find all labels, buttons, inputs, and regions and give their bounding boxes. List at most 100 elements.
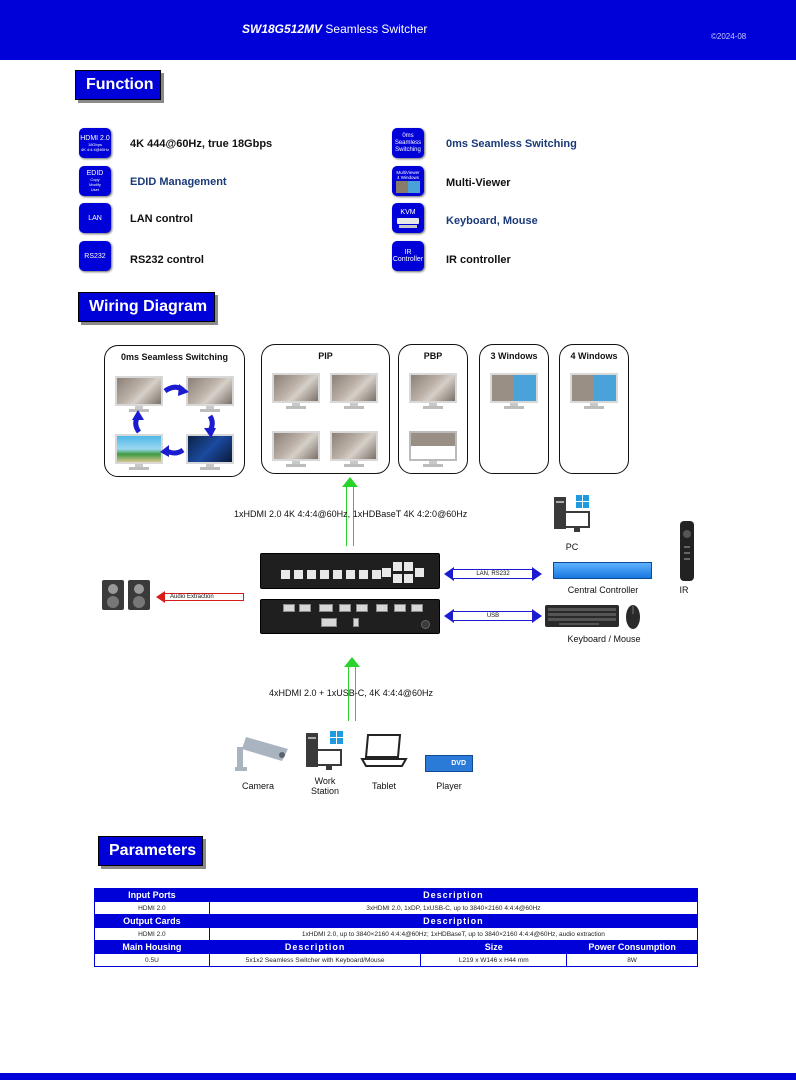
- feature-label: RS232 control: [130, 254, 204, 266]
- feature-label: 4K 444@60Hz, true 18Gbps: [130, 138, 273, 150]
- monitor: [115, 376, 163, 412]
- mode-title: PIP: [318, 351, 333, 361]
- table-row: Input Ports Description: [94, 888, 699, 902]
- switcher-front-panel: [260, 553, 440, 589]
- footer-bar: [0, 1073, 796, 1080]
- four-windows-box: 4 Windows: [559, 344, 629, 474]
- copyright-text: ©2024-08: [711, 32, 747, 41]
- main-housing-header: Main Housing: [94, 940, 210, 954]
- keyboard-mouse-icon: [545, 605, 640, 629]
- description-header: Description: [208, 888, 699, 902]
- input-spec-label: 4xHDMI 2.0 + 1xUSB-C, 4K 4:4:4@60Hz: [269, 688, 433, 698]
- housing-cell: 0.5U: [94, 953, 210, 967]
- pip-mode-box: PIP: [261, 344, 390, 474]
- output-spec-label: 1xHDMI 2.0 4K 4:4:4@60Hz, 1xHDBaseT 4K 4…: [234, 509, 468, 519]
- monitor: [330, 431, 378, 467]
- audio-label: Audio Extraction: [170, 594, 214, 600]
- monitor: [272, 431, 320, 467]
- switch-cycle-arrows: [132, 384, 216, 457]
- feature-label: Keyboard, Mouse: [446, 215, 538, 227]
- description-header: Description: [208, 914, 699, 928]
- keyboard-mouse-label: Keyboard / Mouse: [567, 634, 641, 644]
- table-row: 0.5U 5x1x2 Seamless Switcher with Keyboa…: [94, 953, 698, 967]
- input-ports-header: Input Ports: [94, 888, 210, 902]
- feature-label: EDID Management: [130, 176, 227, 188]
- feature-label: LAN control: [130, 213, 193, 225]
- monitor: [186, 376, 234, 412]
- monitor: [186, 434, 234, 470]
- dvd-player-icon: DVD: [425, 755, 473, 772]
- edid-icon: EDID Copy Modify User: [79, 166, 111, 196]
- hdmi-icon: HDMI 2.0 18Gbps 4K 4:4:4@60Hz: [79, 128, 111, 158]
- output-cards-header: Output Cards: [94, 914, 210, 928]
- central-controller-icon: [553, 562, 652, 579]
- audio-arrow: Audio Extraction: [156, 591, 244, 603]
- lan-icon: LAN: [79, 203, 111, 233]
- pc-label: PC: [565, 542, 579, 552]
- switcher-rear-panel: [260, 599, 440, 634]
- feature-label: IR controller: [446, 254, 511, 266]
- kvm-icon: KVM: [392, 203, 424, 233]
- ir-icon: IR Controller: [392, 241, 424, 271]
- ir-remote-icon: [680, 521, 694, 581]
- wiring-heading: Wiring Diagram: [78, 292, 215, 322]
- output-desc-cell: 1xHDMI 2.0, up to 3840×2160 4:4:4@60Hz; …: [208, 927, 699, 941]
- ir-label: IR: [679, 585, 689, 595]
- mode-title: 4 Windows: [570, 351, 618, 361]
- description-header: Description: [208, 940, 422, 954]
- seamless-icon: 0ms Seamless Switching: [392, 128, 424, 158]
- player-label: Player: [436, 781, 462, 791]
- tablet-icon: [360, 734, 408, 767]
- housing-desc-cell: 5x1x2 Seamless Switcher with Keyboard/Mo…: [208, 953, 422, 967]
- output-port-cell: HDMI 2.0: [94, 927, 210, 941]
- mode-title: 3 Windows: [490, 351, 538, 361]
- monitor: [409, 431, 457, 467]
- feature-label: 0ms Seamless Switching: [446, 138, 577, 150]
- monitor: [330, 373, 378, 409]
- mode-title: 0ms Seamless Switching: [120, 352, 229, 362]
- seamless-mode-box: 0ms Seamless Switching: [104, 345, 245, 477]
- output-arrow: [342, 477, 358, 546]
- input-arrow: [344, 657, 360, 721]
- monitor: [490, 373, 538, 409]
- workstation-label: Work Station: [310, 776, 340, 796]
- power-header: Power Consumption: [566, 940, 698, 954]
- mode-title: PBP: [423, 351, 443, 361]
- lan-rs232-arrow: LAN, RS232: [444, 567, 542, 581]
- camera-label: Camera: [241, 781, 274, 791]
- speakers-icon: [102, 580, 150, 610]
- table-row: Output Cards Description: [94, 914, 699, 928]
- size-header: Size: [420, 940, 568, 954]
- camera-icon: [235, 737, 288, 771]
- monitor: [570, 373, 618, 409]
- parameters-heading: Parameters: [98, 836, 203, 866]
- size-cell: L219 x W146 x H44 mm: [420, 953, 568, 967]
- power-cell: 8W: [566, 953, 698, 967]
- central-controller-label: Central Controller: [567, 585, 639, 595]
- product-title: Seamless Switcher: [325, 22, 428, 36]
- usb-label: USB: [486, 613, 500, 619]
- pc-icon: [554, 495, 590, 532]
- multiviewer-icon: MultiViewer 4 Windows: [392, 166, 424, 196]
- input-desc-cell: 3xHDMI 2.0, 1xDP, 1xUSB-C, up to 3840×21…: [208, 901, 699, 915]
- table-row: HDMI 2.0 3xHDMI 2.0, 1xDP, 1xUSB-C, up t…: [94, 901, 699, 915]
- workstation-icon: [306, 731, 343, 770]
- usb-arrow: USB: [444, 609, 542, 623]
- pbp-mode-box: PBP: [398, 344, 468, 474]
- doc-title: SW18G512MV Seamless Switcher: [242, 22, 427, 36]
- monitor: [272, 373, 320, 409]
- rs232-icon: RS232: [79, 241, 111, 271]
- parameters-table: Input Ports Description HDMI 2.0 3xHDMI …: [94, 888, 699, 967]
- lan-label: LAN, RS232: [476, 571, 510, 577]
- input-port-cell: HDMI 2.0: [94, 901, 210, 915]
- feature-label: Multi-Viewer: [446, 177, 511, 189]
- table-row: HDMI 2.0 1xHDMI 2.0, up to 3840×2160 4:4…: [94, 927, 699, 941]
- three-windows-box: 3 Windows: [479, 344, 549, 474]
- monitor: [409, 373, 457, 409]
- table-row: Main Housing Description Size Power Cons…: [94, 940, 698, 954]
- tablet-label: Tablet: [371, 781, 397, 791]
- function-heading: Function: [75, 70, 161, 100]
- model-name: SW18G512MV: [242, 22, 323, 36]
- monitor: [115, 434, 163, 470]
- header-bar: SW18G512MV Seamless Switcher ©2024-08: [0, 0, 796, 60]
